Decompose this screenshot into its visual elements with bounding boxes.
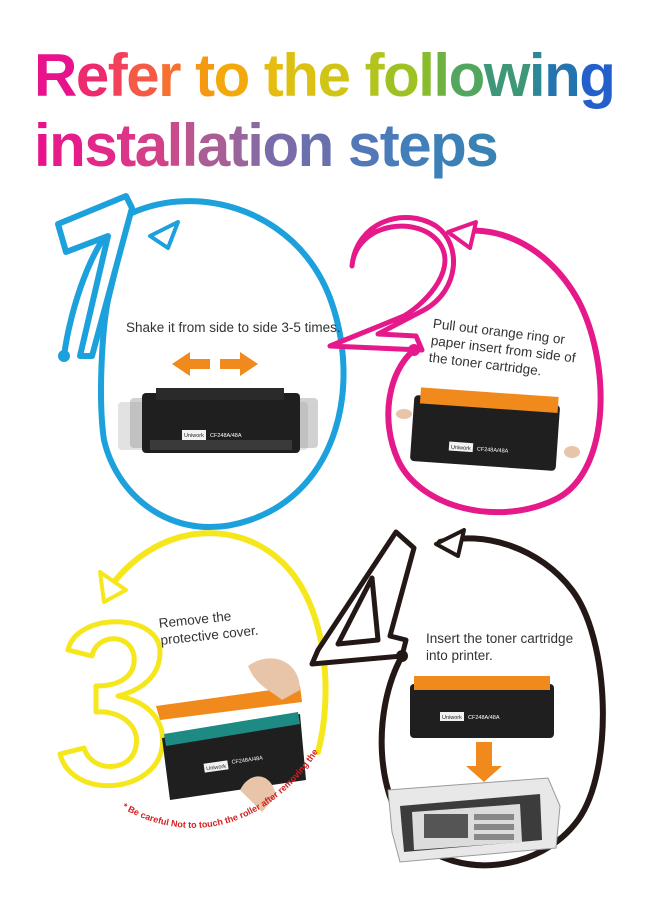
step-3-model-label: CF248A/48A [231,755,263,765]
title-letter: s [84,112,117,179]
insert-down-arrow-icon [466,742,502,782]
title-letter: o [262,112,299,179]
title-letter: o [383,42,420,109]
step-2-model-label: CF248A/48A [477,446,509,454]
shake-right-arrow-icon [220,352,258,376]
step-3-hand-top [248,658,300,700]
step-1-cartridge: Uniwork CF248A/48A [142,388,300,453]
protective-cover [156,686,302,720]
title-letter: e [126,42,159,109]
step-2-group: Uniwork CF248A/48A [327,215,604,516]
title-letter: f [364,42,385,109]
title-letter: t [116,112,136,179]
step-1-numeral [55,193,135,359]
title-letter: e [317,42,351,109]
step-2-cartridge: Uniwork CF248A/48A [396,387,580,471]
step-2-loop [385,227,604,516]
shake-left-arrow-icon [172,352,210,376]
step-3-brand-label: Uniwork [206,764,227,773]
title-letter: l [166,112,184,179]
step-4-brand-label: Uniwork [442,715,462,721]
step-3-numeral [57,619,166,788]
title-letter: n [49,112,86,179]
step-1-brand-label: Uniwork [184,433,204,439]
title-letter: t [263,42,284,109]
step-3-cartridge: Uniwork CF248A/48A [162,712,306,800]
title-letter: e [75,42,109,109]
step-2-hand-right [564,446,580,458]
step-1-dot [58,350,70,362]
title-letter: a [134,112,168,179]
title-letter: g [579,42,616,109]
step-2-arrow-icon [446,220,478,250]
title-letter: r [158,42,181,109]
title-letter: e [398,112,431,179]
step-4-numeral [309,529,417,667]
step-1-model-label: CF248A/48A [210,433,242,439]
title-line-2: installation steps [34,112,499,179]
step-3-arrow-icon [98,570,128,604]
title-letter: h [282,42,319,109]
title-letter: a [196,112,230,179]
title-letter: t [228,112,249,179]
title-letter: t [379,112,400,179]
title-letter: w [483,42,531,109]
title-letter: o [213,42,251,109]
title-line-1: Refer to the following [34,42,616,109]
title-letter: s [465,112,498,179]
step-1-group: Uniwork CF248A/48A [55,193,347,531]
title-letter: l [418,42,435,109]
title-letter: l [181,112,199,179]
title-letter: l [433,42,450,109]
step-2-hand-left [396,409,412,419]
title-letter: s [347,112,381,179]
printer [387,777,561,863]
title-letter: f [107,42,128,109]
title-letter: n [297,112,335,179]
step-3-hand-bottom [240,776,276,812]
step-2-dot [408,344,420,356]
title-letter: n [544,42,581,109]
step-4-arrow-icon [434,528,466,558]
title-letter: R [34,42,77,109]
step-2-numeral [327,215,457,353]
step-1-arrow-icon [148,220,180,250]
step-4-dot [396,650,408,662]
title-letter: p [430,112,467,179]
step-4-loop [378,535,606,869]
step-4-text: Insert the toner cartridge into printer. [426,631,574,663]
step-2-brand-label: Uniwork [451,445,471,452]
step-1-text: Shake it from side to side 3-5 times. [126,320,341,335]
step-4-model-label: CF248A/48A [468,715,500,721]
title-letter: i [528,42,546,109]
title-letter: i [34,112,51,179]
title-letter: o [448,42,486,109]
title-letter: t [195,42,215,109]
step-4-cartridge: Uniwork CF248A/48A [410,676,554,738]
step-3-loop [105,530,329,755]
step-4-group: Uniwork CF248A/48A [309,528,606,869]
title-letter: i [247,112,264,179]
